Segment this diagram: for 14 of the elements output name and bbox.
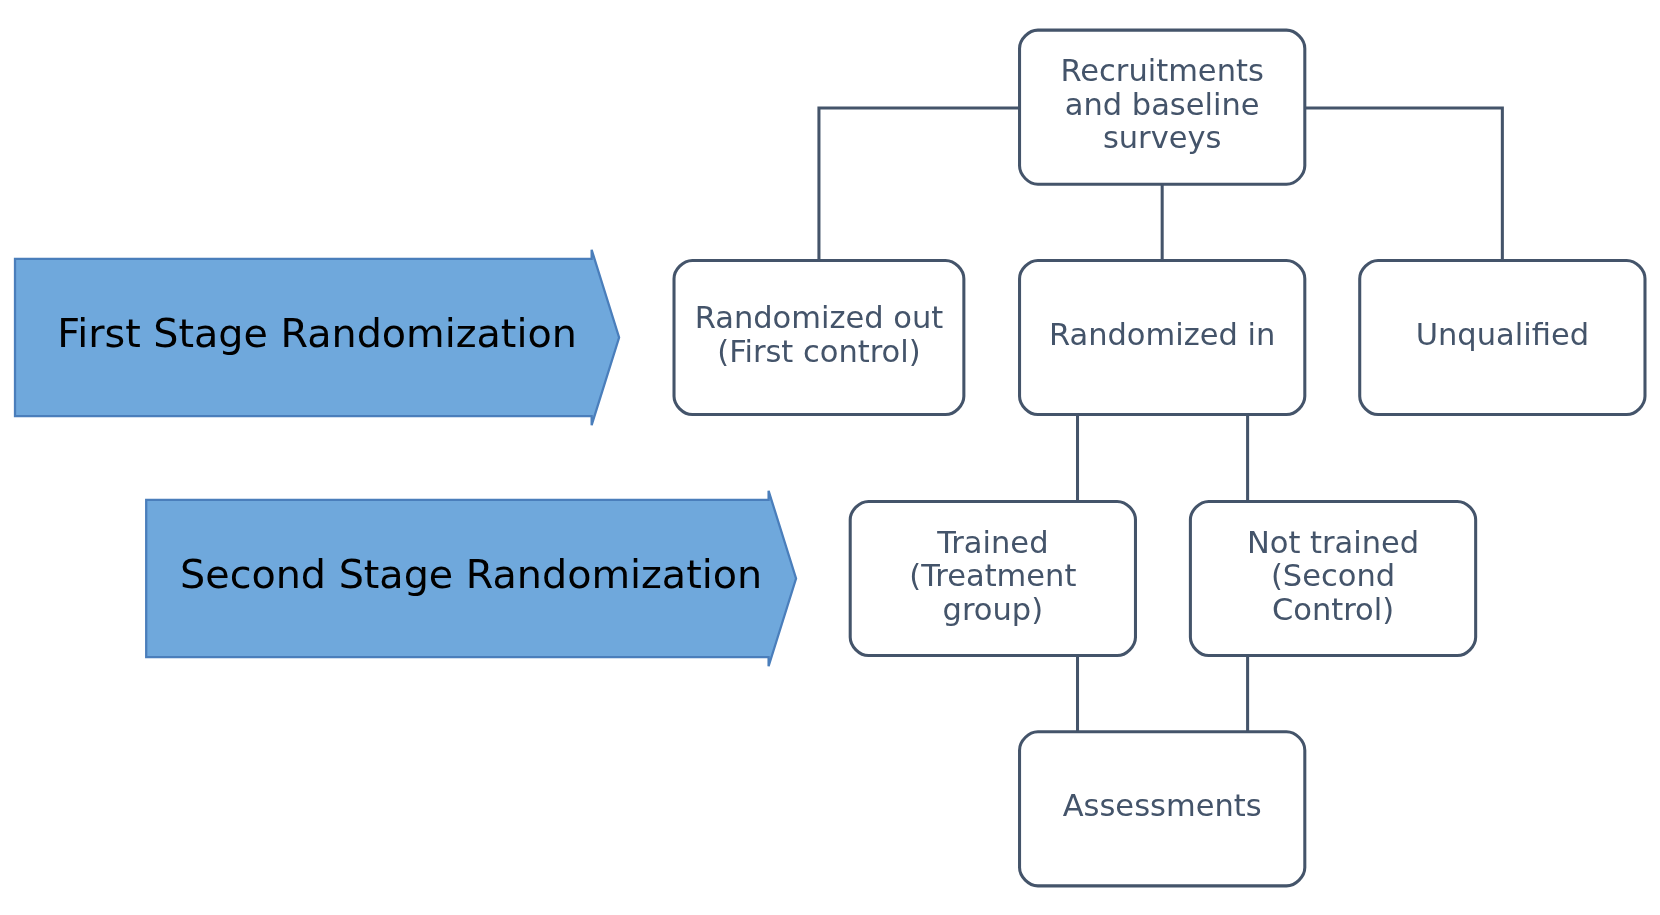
node-box: Unqualified (1358, 258, 1647, 416)
node-box: Randomized out (First control) (672, 258, 966, 416)
connector (817, 105, 1020, 260)
connector (1246, 655, 1250, 732)
connector (1304, 105, 1504, 260)
connector (1076, 414, 1080, 501)
node-box: Assessments (1018, 729, 1307, 887)
node-box: Randomized in (1018, 258, 1307, 416)
node-box: Trained (Treatment group) (848, 499, 1137, 657)
node-box: Not trained (Second Control) (1188, 499, 1478, 657)
connector (1160, 184, 1164, 260)
connector (1246, 414, 1250, 501)
connector (1076, 655, 1080, 732)
node-box: Recruitments and baseline surveys (1018, 28, 1307, 186)
